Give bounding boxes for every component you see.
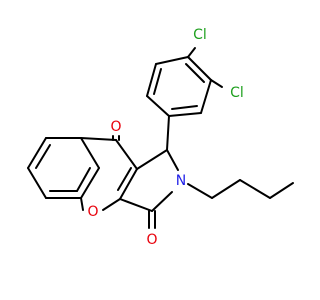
bond bbox=[210, 79, 223, 88]
bond bbox=[168, 112, 202, 117]
bond bbox=[187, 183, 213, 199]
bond bbox=[187, 47, 196, 58]
oxygen-label-ketone-bottom: O bbox=[146, 232, 157, 248]
oxygen-label-ring: O bbox=[87, 204, 98, 220]
bond bbox=[136, 149, 168, 170]
pyranone-ring bbox=[80, 135, 138, 211]
bond bbox=[146, 95, 170, 117]
bond-inner bbox=[153, 68, 162, 95]
bond bbox=[80, 137, 100, 169]
bond bbox=[146, 63, 157, 97]
chlorine-label-right: Cl bbox=[230, 85, 244, 101]
bond bbox=[27, 167, 47, 199]
bond bbox=[211, 179, 241, 199]
dichlorophenyl-ring bbox=[146, 47, 223, 151]
bond bbox=[166, 149, 179, 171]
bond-inner bbox=[185, 63, 205, 83]
nitrogen-label: N bbox=[176, 173, 186, 189]
bond bbox=[119, 198, 153, 212]
bond bbox=[239, 179, 271, 199]
bond-inner bbox=[171, 105, 198, 110]
bond bbox=[119, 168, 138, 200]
chlorine-label-top: Cl bbox=[193, 27, 207, 43]
bond bbox=[102, 198, 121, 211]
bond bbox=[151, 191, 173, 212]
bond-inner bbox=[76, 167, 91, 192]
bond-inner bbox=[117, 167, 132, 191]
pyrrolidinone-ring bbox=[119, 149, 179, 229]
bond bbox=[200, 79, 212, 114]
bond-inner bbox=[35, 144, 51, 169]
butyl-chain bbox=[187, 179, 294, 199]
bond bbox=[187, 56, 212, 81]
bond bbox=[27, 137, 47, 169]
bond bbox=[115, 139, 138, 170]
bond bbox=[80, 137, 117, 141]
bond bbox=[80, 167, 100, 199]
bond bbox=[80, 197, 84, 211]
benzo-ring bbox=[27, 137, 100, 199]
oxygen-label-ketone-top: O bbox=[110, 119, 121, 135]
bond bbox=[166, 115, 170, 151]
molecule-structure: Cl Cl O O O N bbox=[27, 27, 294, 248]
bond bbox=[269, 182, 294, 199]
bond bbox=[155, 56, 189, 65]
structure-canvas: Cl Cl O O O N bbox=[27, 27, 294, 248]
